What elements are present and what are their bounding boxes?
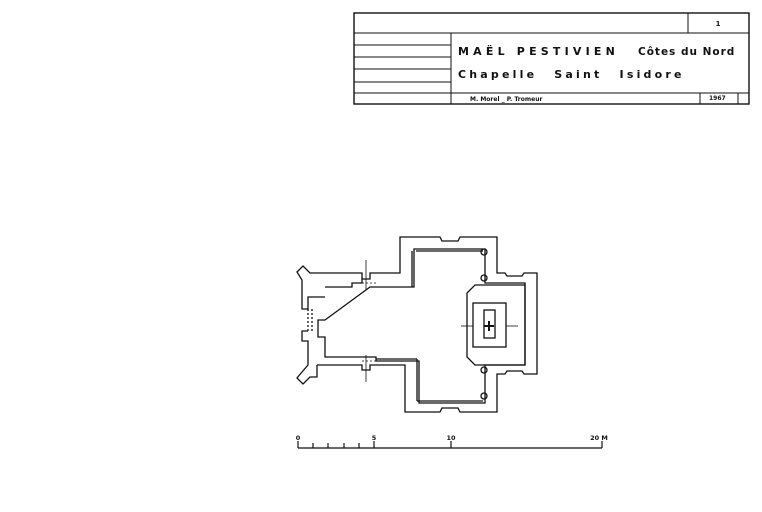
scale-label-5: 5: [372, 434, 377, 442]
year: 1967: [709, 95, 726, 102]
altar-platform: [466, 284, 526, 366]
scale-label-0: 0: [296, 434, 301, 442]
department-name: Côtes du Nord: [638, 46, 735, 58]
chapel-floor-plan: [296, 236, 538, 413]
place-name: MAËL PESTIVIEN: [458, 44, 619, 58]
scale-label-10: 10: [446, 434, 456, 442]
building-name: Chapelle Saint Isidore: [458, 68, 685, 81]
scale-bar: [297, 441, 603, 449]
cross-symbol: [484, 321, 494, 331]
outer-wall-outline: [317, 236, 538, 413]
sheet-number: 1: [716, 20, 721, 28]
west-facade: [296, 265, 325, 385]
altar: [472, 302, 507, 348]
authors: M. Morel _ P. Tromeur: [470, 96, 542, 103]
title-block: [353, 12, 750, 105]
altar-stone: [483, 309, 496, 339]
scale-label-20m: 20 M: [590, 434, 608, 442]
